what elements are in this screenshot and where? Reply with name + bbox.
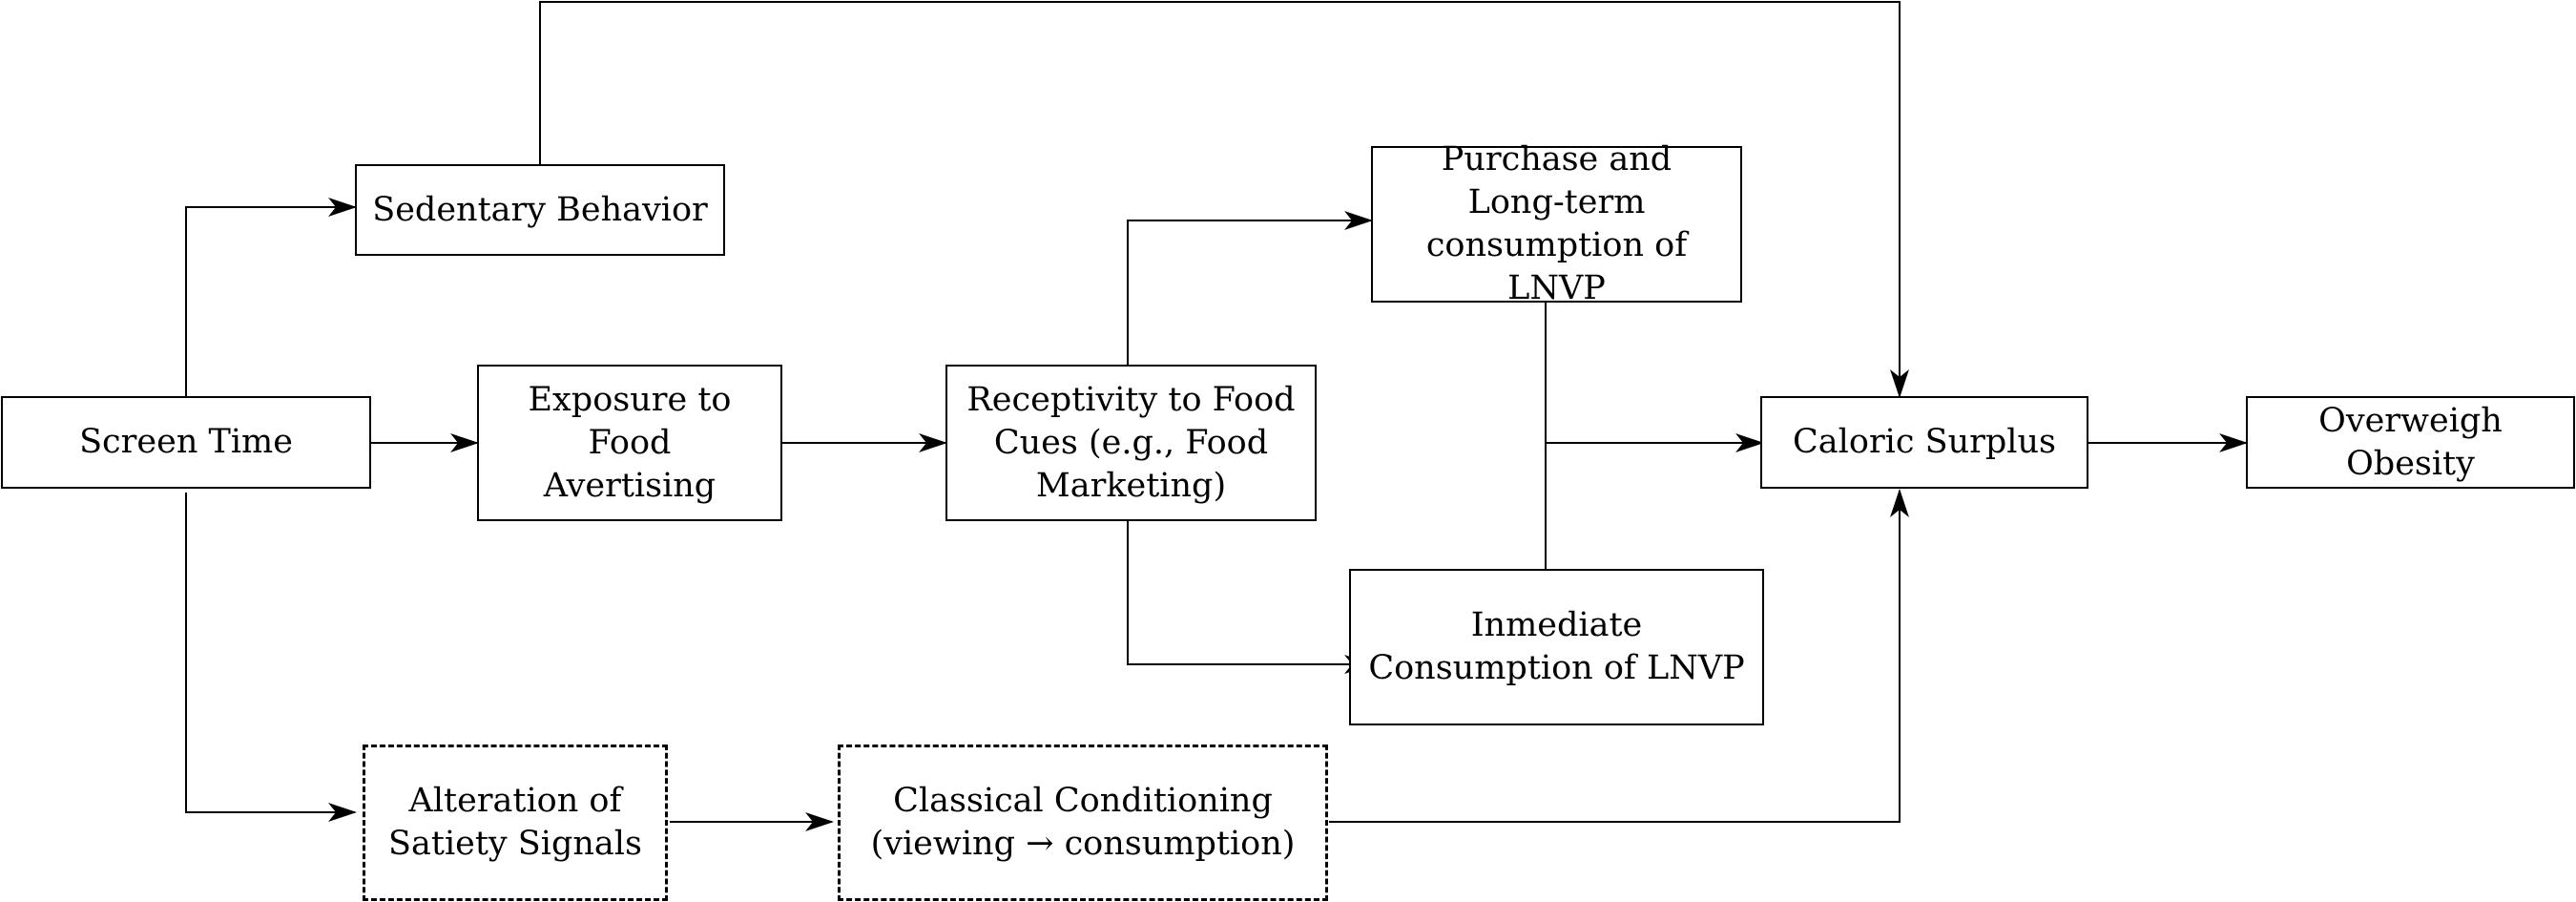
node-overweigh-obesity: Overweigh Obesity	[2246, 396, 2575, 489]
arrow-screen-to-sedentary	[185, 198, 357, 396]
node-exposure: Exposure to Food Avertising	[477, 365, 782, 521]
arrow-screen-to-satiety	[185, 493, 357, 822]
node-sedentary-behavior: Sedentary Behavior	[355, 164, 725, 256]
node-classical-conditioning: Classical Conditioning (viewing → consum…	[838, 745, 1328, 901]
arrow-receptivity-to-purchase	[1127, 211, 1373, 365]
node-purchase-label: Purchase and Long-term consumption of LN…	[1425, 140, 1688, 307]
node-classical-conditioning-label: Classical Conditioning (viewing → consum…	[870, 782, 1296, 863]
node-receptivity-label: Receptivity to Food Cues (e.g., Food Mar…	[966, 380, 1296, 505]
node-immediate-label: Inmediate Consumption of LNVP	[1368, 606, 1745, 687]
node-satiety-signals: Alteration of Satiety Signals	[363, 745, 668, 901]
node-satiety-signals-label: Alteration of Satiety Signals	[388, 782, 642, 863]
arrow-conditioning-to-caloric	[1329, 489, 1909, 823]
node-screen-time: Screen Time	[1, 396, 371, 489]
node-purchase: Purchase and Long-term consumption of LN…	[1371, 140, 1742, 307]
arrow-receptivity-to-immediate	[1127, 521, 1373, 674]
node-overweigh-obesity-label: Overweigh Obesity	[2318, 401, 2503, 483]
node-receptivity: Receptivity to Food Cues (e.g., Food Mar…	[945, 365, 1317, 521]
node-screen-time-label: Screen Time	[79, 423, 293, 461]
node-caloric-surplus: Caloric Surplus	[1760, 396, 2088, 489]
arrow-sedentary-to-caloric	[539, 1, 1909, 398]
node-exposure-label: Exposure to Food Avertising	[528, 380, 732, 505]
node-caloric-surplus-label: Caloric Surplus	[1793, 423, 2056, 461]
node-sedentary-behavior-label: Sedentary Behavior	[372, 190, 708, 229]
node-immediate: Inmediate Consumption of LNVP	[1349, 569, 1764, 725]
